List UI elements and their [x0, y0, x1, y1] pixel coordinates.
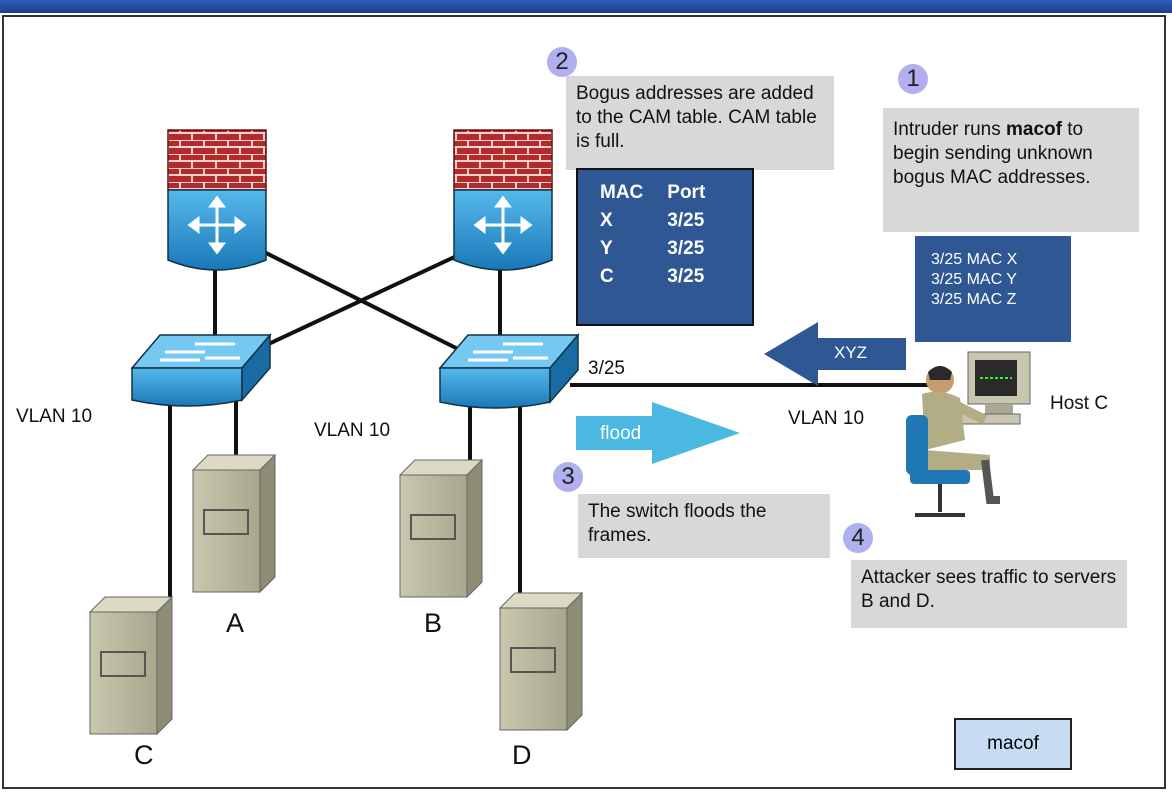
- firewall-router-right: [453, 129, 553, 271]
- cam-header-port: Port: [667, 182, 706, 203]
- xyz-arrow: [764, 322, 906, 386]
- cam-table-grid: MAC Port X 3/25 Y 3/25 C 3/25: [590, 180, 719, 292]
- server-c-label: C: [134, 740, 154, 770]
- cam-cell-port: 3/25: [667, 266, 705, 287]
- server-b: [398, 458, 484, 599]
- flood-label: flood: [600, 423, 642, 444]
- flood-arrow: [576, 402, 740, 464]
- step-2-badge: 2: [547, 47, 577, 77]
- step-3-note: The switch floods the frames.: [578, 494, 830, 558]
- title-bar: [0, 0, 1172, 13]
- network-links: [168, 238, 930, 600]
- cam-header-mac: MAC: [600, 182, 644, 203]
- attacker-host-icon: [906, 351, 1031, 517]
- step-1-text-post: to begin sending unknown bogus MAC addre…: [893, 119, 1093, 188]
- host-c-label: Host C: [1050, 393, 1109, 414]
- step-1-text-bold: macof: [1006, 119, 1062, 140]
- switch-left: [130, 332, 272, 407]
- cam-cell-port: 3/25: [667, 238, 705, 259]
- macof-button[interactable]: macof: [954, 718, 1072, 770]
- server-a: [191, 453, 277, 594]
- xyz-label: XYZ: [834, 343, 868, 362]
- port-label: 3/25: [588, 358, 625, 379]
- step-4-note: Attacker sees traffic to servers B and D…: [851, 560, 1127, 628]
- bogus-mac-line: 3/25 MAC X: [931, 251, 1018, 268]
- server-c: [88, 595, 174, 736]
- step-1-note: Intruder runs macof to begin sending unk…: [883, 108, 1139, 232]
- bogus-mac-box: 3/25 MAC X 3/25 MAC Y 3/25 MAC Z: [915, 236, 1071, 342]
- vlan-label-left: VLAN 10: [16, 406, 93, 427]
- cam-row: C 3/25: [590, 264, 719, 292]
- cam-cell-port: 3/25: [667, 210, 705, 231]
- cam-row: Y 3/25: [590, 236, 719, 264]
- step-4-badge: 4: [843, 523, 873, 553]
- bogus-mac-line: 3/25 MAC Y: [931, 271, 1017, 288]
- server-d-label: D: [512, 740, 532, 770]
- cam-cell-mac: C: [600, 266, 614, 287]
- vlan-label-mid: VLAN 10: [314, 420, 391, 441]
- step-1-text-pre: Intruder runs: [893, 119, 1006, 140]
- switch-right: [438, 332, 580, 409]
- bogus-mac-line: 3/25 MAC Z: [931, 291, 1017, 308]
- vlan-label-right: VLAN 10: [788, 408, 865, 429]
- diagram-frame: [2, 15, 1166, 789]
- cam-cell-mac: Y: [600, 238, 613, 259]
- cam-table: MAC Port X 3/25 Y 3/25 C 3/25: [576, 168, 754, 326]
- firewall-router-left: [167, 129, 267, 271]
- server-b-label: B: [424, 608, 443, 638]
- server-d: [498, 591, 584, 732]
- server-a-label: A: [226, 608, 245, 638]
- step-1-badge: 1: [898, 64, 928, 94]
- cam-row: X 3/25: [590, 208, 719, 236]
- cam-cell-mac: X: [600, 210, 613, 231]
- step-2-note: Bogus addresses are added to the CAM tab…: [566, 76, 834, 170]
- step-3-badge: 3: [553, 462, 583, 492]
